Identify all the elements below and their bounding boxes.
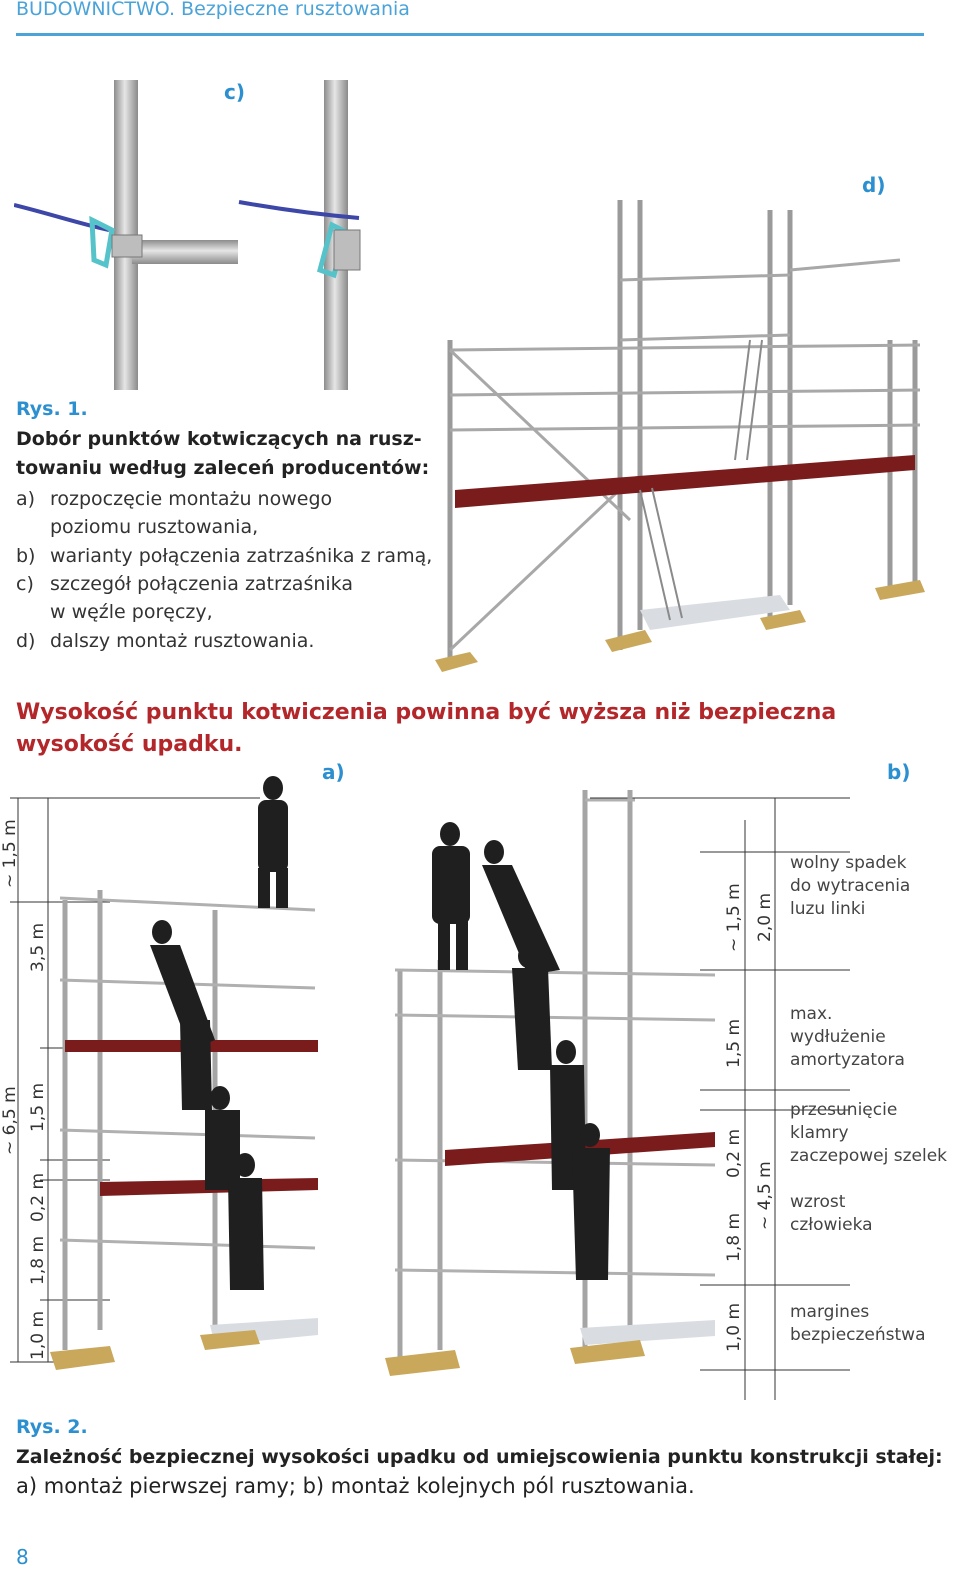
label-free-fall-line3: luzu linki [790,899,866,919]
page-number: 8 [16,1545,29,1569]
figure1-item-a-line2: poziomu rusztowania, [50,516,259,538]
figure1-item-a-marker: a) [16,488,36,510]
figure2-fall-height-illustration [10,776,850,1400]
figure2-caption-title: Rys. 2. [16,1416,88,1438]
figure1-item-a-line1: rozpoczęcie montażu nowego [50,488,333,510]
running-header: BUDOWNICTWO. Bezpieczne rusztowania [16,0,410,20]
figure2-caption-bold: Zależność bezpiecznej wysokości upadku o… [16,1446,943,1468]
label-absorber-line2: wydłużenie [790,1027,886,1047]
dim-right-10: 1,0 m [724,1303,744,1352]
figure1-item-c-line1: szczegół połączenia zatrzaśnika [50,573,353,595]
label-margin-line1: margines [790,1302,870,1322]
label-free-fall-line1: wolny spadek [790,853,907,873]
label-harness-shift: przesunięcie klamry zaczepowej szelek [790,1099,960,1168]
dim-inner-02: 0,2 m [28,1173,48,1222]
dim-outer-bottom: ~ 6,5 m [0,1086,20,1155]
figure1-label-c: c) [224,80,245,104]
label-absorber-line1: max. [790,1004,833,1024]
dim-inner-10: 1,0 m [28,1311,48,1360]
figure1-scaffold-illustration [435,200,925,672]
label-height-line2: człowieka [790,1215,873,1235]
label-absorber-extension: max. wydłużenie amortyzatora [790,1003,905,1072]
label-person-height: wzrost człowieka [790,1191,873,1237]
dim-right-45: ~ 4,5 m [755,1161,775,1230]
label-margin-line2: bezpieczeństwa [790,1325,926,1345]
figure1-item-d-line1: dalszy montaż rusztowania. [50,630,315,652]
dim-right-15b: 1,5 m [724,1019,744,1068]
label-absorber-line3: amortyzatora [790,1050,905,1070]
label-free-fall-line2: do wytracenia [790,876,911,896]
dim-inner-18: 1,8 m [28,1236,48,1285]
label-free-fall: wolny spadek do wytracenia luzu linki [790,852,910,921]
anchor-height-warning: Wysokość punktu kotwiczenia powinna być … [16,700,837,757]
dim-right-18: 1,8 m [724,1213,744,1262]
figure1-carabiner-illustration [14,80,361,390]
dim-outer-top: ~ 1,5 m [0,819,20,888]
figure1-caption-title: Rys. 1. [16,398,88,420]
label-safety-margin: margines bezpieczeństwa [790,1301,926,1347]
dim-inner-15: 1,5 m [28,1083,48,1132]
figure2-label-b: b) [887,760,911,784]
label-harness-line2: zaczepowej szelek [790,1146,948,1166]
figure1-item-b-marker: b) [16,545,36,567]
figure1-caption-bold-line1: Dobór punktów kotwiczących na rusz- [16,428,422,450]
figure2-label-a: a) [322,760,345,784]
dim-right-15a: ~ 1,5 m [724,883,744,952]
dim-right-20: 2,0 m [755,893,775,942]
dim-inner-35: 3,5 m [28,923,48,972]
label-height-line1: wzrost [790,1192,846,1212]
figure1-caption-bold-line2: towaniu według zaleceń producentów: [16,457,430,479]
dim-right-02: 0,2 m [724,1129,744,1178]
figure1-item-c-line2: w węźle poręczy, [50,601,213,623]
header-rule [16,33,924,36]
figure1-item-c-marker: c) [16,573,34,595]
figure1-item-d-marker: d) [16,630,36,652]
figure1-label-d: d) [862,173,886,197]
figure2-caption-text: a) montaż pierwszej ramy; b) montaż kole… [16,1474,695,1498]
label-harness-line1: przesunięcie klamry [790,1100,898,1143]
figure1-item-b-line1: warianty połączenia zatrzaśnika z ramą, [50,545,433,567]
